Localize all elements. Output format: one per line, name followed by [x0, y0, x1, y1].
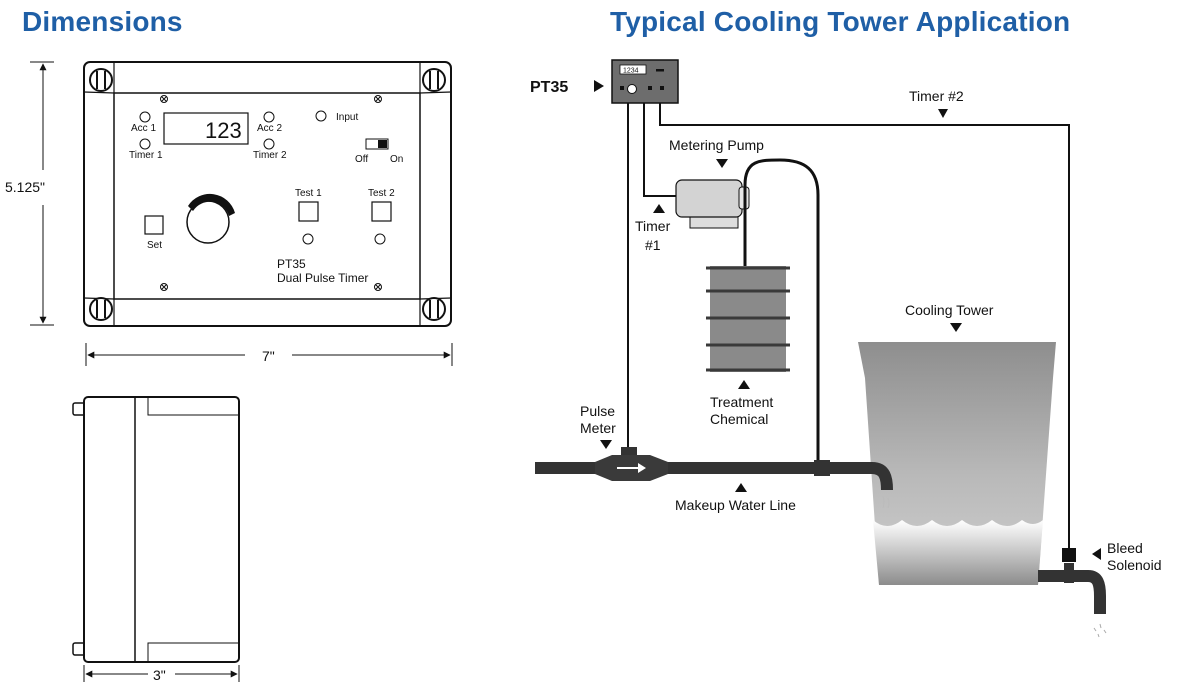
set-label: Set	[147, 240, 162, 251]
dimensions-title: Dimensions	[22, 6, 183, 37]
pt35-label: PT35	[530, 79, 568, 96]
test1-led	[302, 233, 314, 245]
makeup-water-line	[535, 447, 893, 491]
cooling-tower-label: Cooling Tower	[905, 302, 994, 318]
adjust-knob	[186, 193, 235, 244]
test2-button	[371, 201, 392, 222]
side-view	[72, 396, 240, 663]
application-title: Typical Cooling Tower Application	[610, 6, 1071, 37]
treatment-label-2: Chemical	[710, 411, 768, 427]
name-label: Dual Pulse Timer	[277, 271, 368, 285]
treatment-arrow-icon	[738, 380, 750, 389]
bleed-arrow-icon	[1092, 548, 1101, 560]
timer1-label-app-1: Timer	[635, 218, 671, 234]
test2-led	[374, 233, 386, 245]
treatment-label-1: Treatment	[710, 394, 773, 410]
timer2-led	[263, 138, 275, 150]
test1-button	[298, 201, 319, 222]
pulse-meter-label-1: Pulse	[580, 403, 615, 419]
inflow-drip-icon	[882, 495, 890, 509]
pt35-display: 1234	[623, 68, 639, 75]
pt35-pointer-icon	[594, 80, 604, 92]
counter-display-value: 123	[205, 118, 242, 143]
depth-value: 3"	[153, 667, 166, 683]
makeup-water-label: Makeup Water Line	[675, 497, 796, 513]
height-value: 5.125"	[5, 179, 45, 195]
makeup-water-arrow-icon	[735, 483, 747, 492]
cooling-tower-arrow-icon	[950, 323, 962, 332]
height-dimension: 5.125"	[5, 61, 54, 326]
on-label: On	[390, 154, 403, 165]
pulse-meter-label-2: Meter	[580, 420, 616, 436]
pt35-unit: 1234	[611, 59, 679, 104]
bleed-line	[1038, 548, 1106, 614]
bleed-drip-icon	[1093, 623, 1107, 638]
corner-screw-tr	[422, 68, 446, 92]
off-label: Off	[355, 154, 368, 165]
timer1-arrow-icon	[653, 204, 665, 213]
input-led	[315, 110, 327, 122]
width-dimension: 7"	[85, 343, 453, 366]
chemical-drum	[706, 266, 790, 372]
acc2-led	[263, 111, 275, 123]
acc1-led	[139, 111, 151, 123]
acc2-label: Acc 2	[257, 123, 282, 134]
cooling-tower	[858, 342, 1056, 585]
front-view: Acc 1 Timer 1 123 Acc 2 Timer 2 Input Of…	[83, 61, 452, 327]
pulse-meter	[595, 455, 668, 481]
counter-display	[163, 112, 249, 145]
signal-wires	[627, 103, 1070, 548]
acc1-label: Acc 1	[131, 123, 156, 134]
corner-screw-bl	[89, 297, 113, 321]
bleed-label-1: Bleed	[1107, 540, 1143, 556]
model-label: PT35	[277, 257, 306, 271]
faceplate-screw-icon	[160, 95, 382, 291]
depth-dimension: 3"	[83, 665, 240, 683]
timer2-arrow-icon	[938, 109, 948, 118]
chemical-feed-tube	[743, 158, 820, 462]
power-switch	[365, 138, 389, 150]
test1-label: Test 1	[295, 188, 322, 199]
corner-screw-tl	[89, 68, 113, 92]
input-label: Input	[336, 112, 358, 123]
timer1-label-app-2: #1	[645, 237, 661, 253]
metering-pump-arrow-icon	[716, 159, 728, 168]
timer2-label-app: Timer #2	[909, 88, 964, 104]
corner-screw-br	[422, 297, 446, 321]
set-button	[144, 215, 164, 235]
width-value: 7"	[262, 348, 275, 364]
timer1-label: Timer 1	[129, 150, 163, 161]
metering-pump	[675, 179, 750, 229]
timer1-led	[139, 138, 151, 150]
pulse-meter-arrow-icon	[600, 440, 612, 449]
metering-pump-label: Metering Pump	[669, 137, 764, 153]
bleed-label-2: Solenoid	[1107, 557, 1162, 573]
timer2-label: Timer 2	[253, 150, 287, 161]
test2-label: Test 2	[368, 188, 395, 199]
